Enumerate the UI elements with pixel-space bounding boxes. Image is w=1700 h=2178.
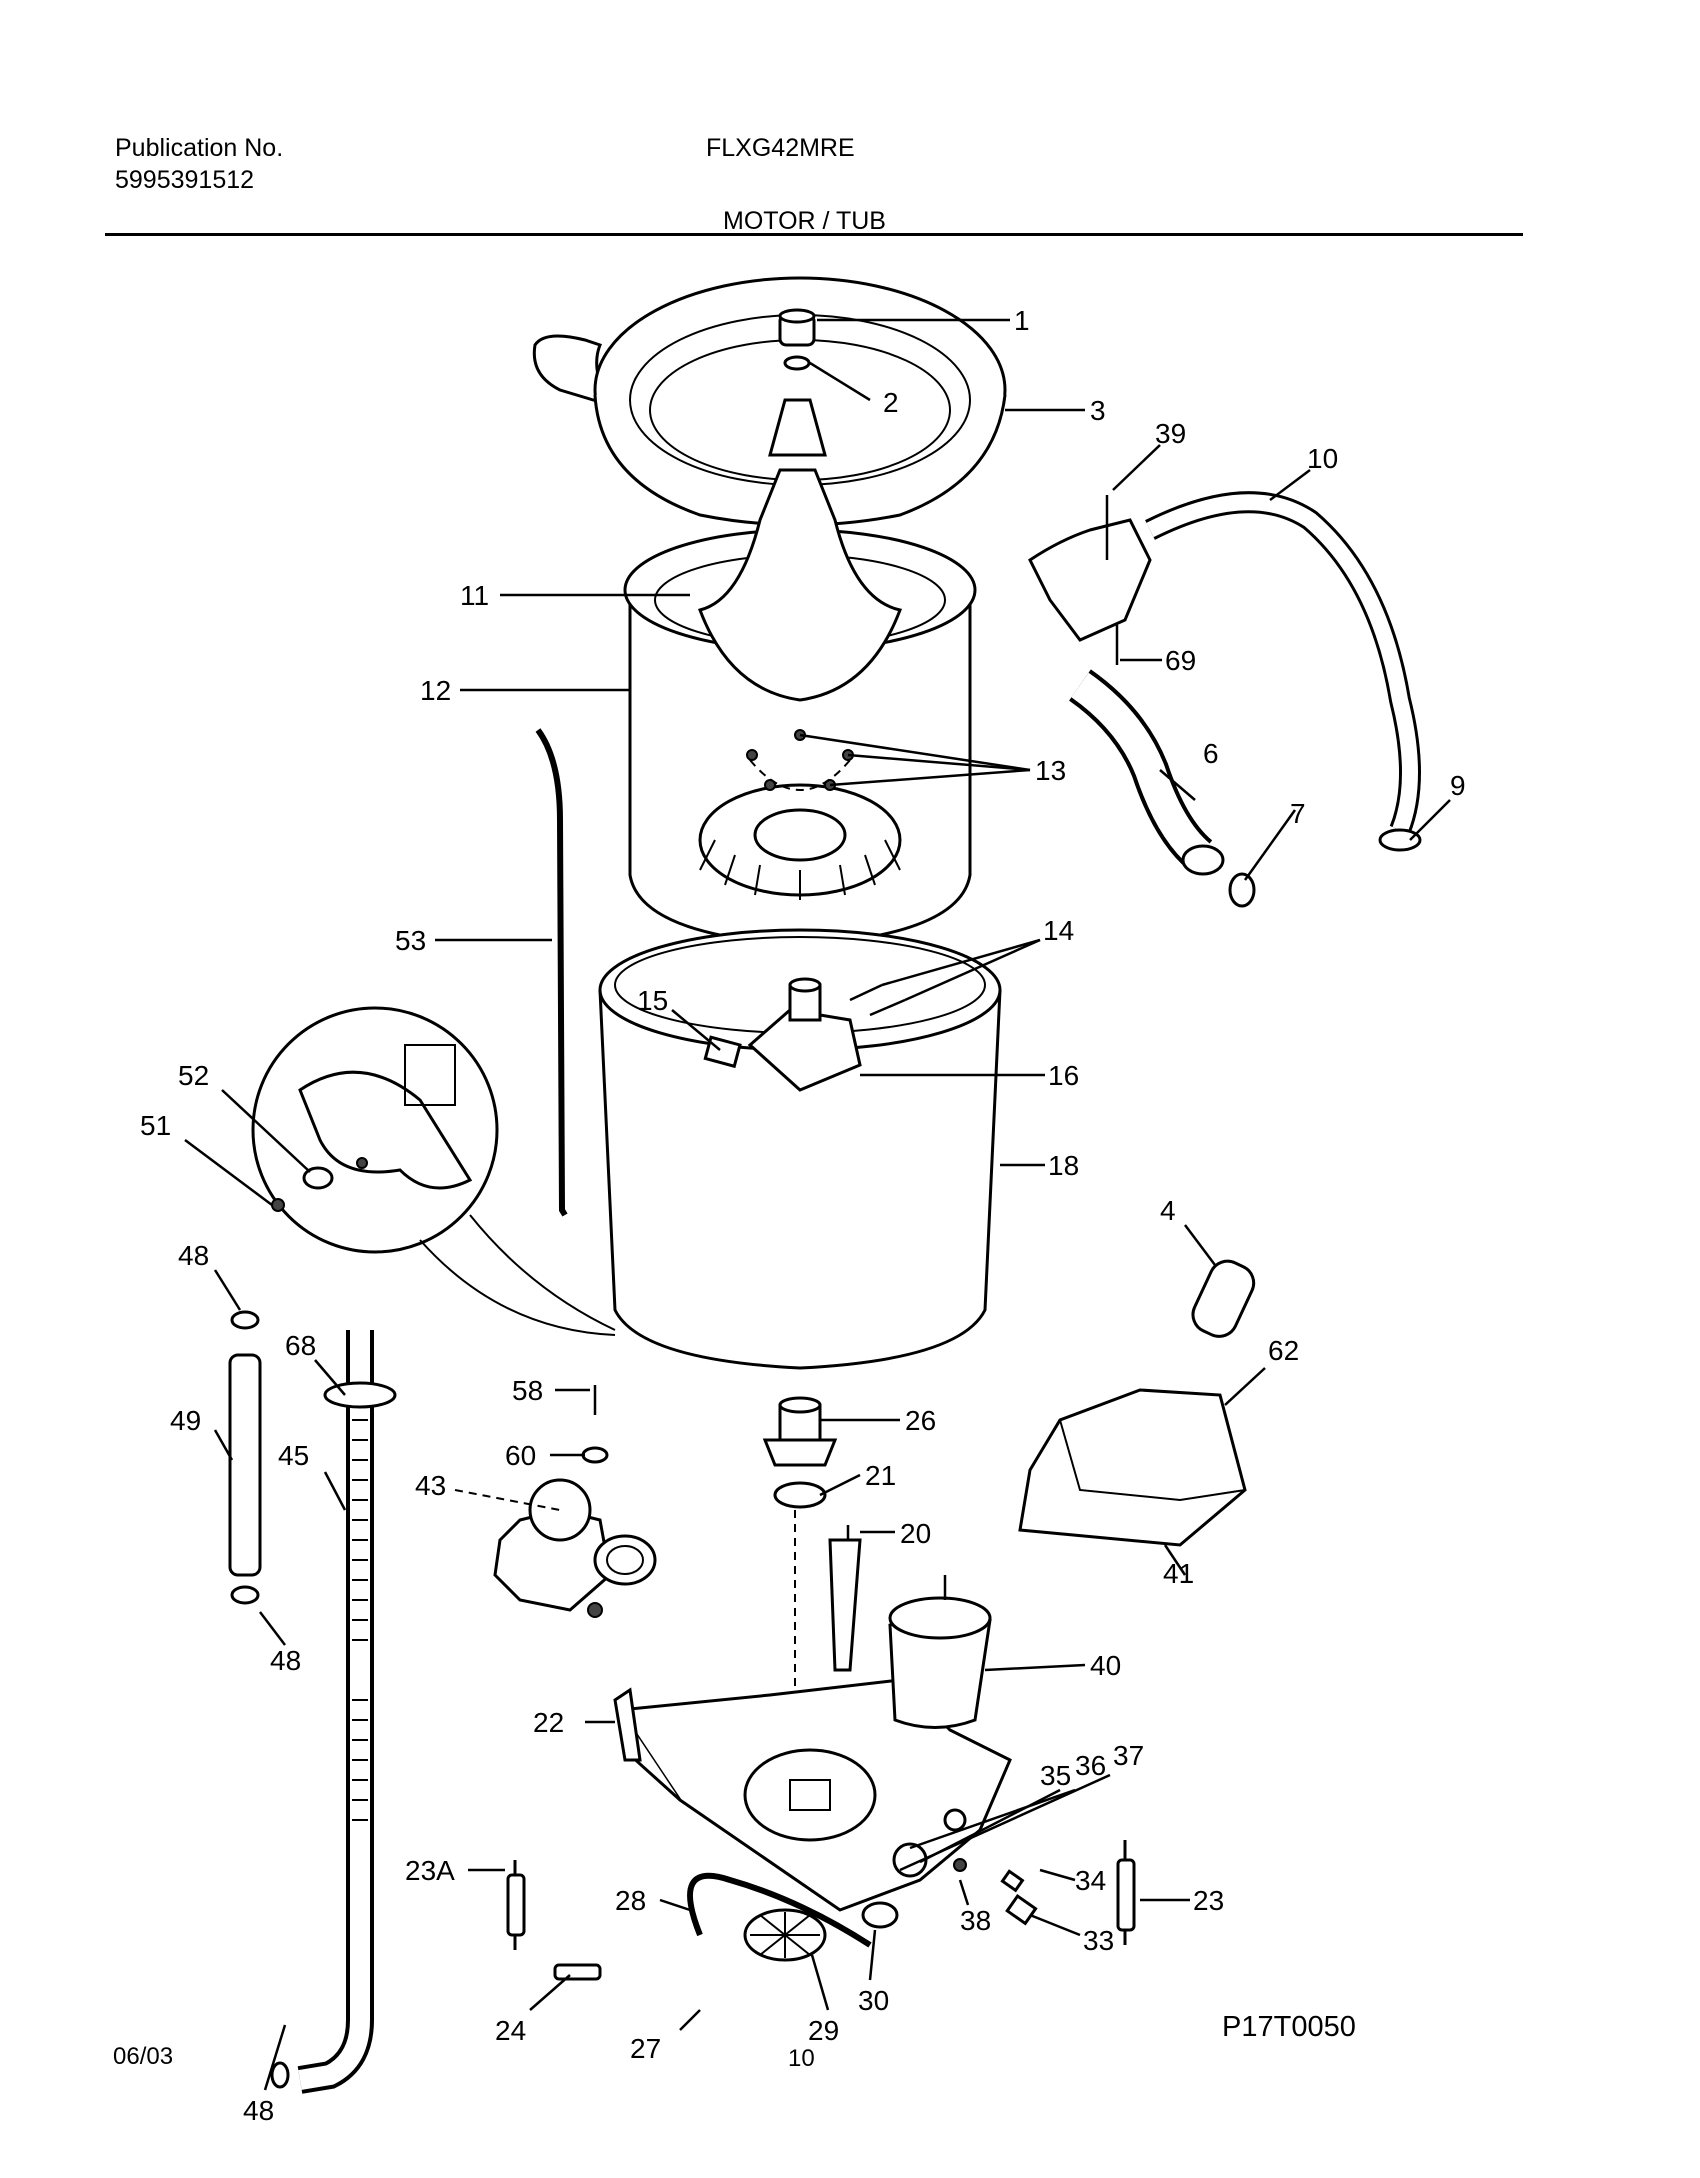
callout-12: 12 — [420, 675, 451, 706]
callout-26: 26 — [905, 1405, 936, 1436]
callout-11: 11 — [460, 580, 489, 611]
callout-4: 4 — [1160, 1195, 1176, 1226]
callout-18: 18 — [1048, 1150, 1079, 1181]
hose-clamp-part — [1378, 828, 1422, 852]
callout-35: 35 — [1040, 1760, 1071, 1791]
callout-10: 10 — [1307, 443, 1338, 474]
callout-53: 53 — [395, 925, 426, 956]
bearing-part — [762, 1396, 850, 1545]
callout-41: 41 — [1163, 1558, 1194, 1589]
callout-52: 52 — [178, 1060, 209, 1091]
callout-45: 45 — [278, 1440, 309, 1471]
callout-29: 29 — [808, 2015, 839, 2046]
callout-43: 43 — [415, 1470, 446, 1501]
callout-33: 33 — [1083, 1925, 1114, 1956]
callout-36: 36 — [1075, 1750, 1106, 1781]
callout-48-mid: 48 — [270, 1645, 301, 1676]
callout-60: 60 — [505, 1440, 536, 1471]
callout-7: 7 — [1290, 798, 1306, 829]
header-rule — [105, 233, 1523, 236]
drain-hose-long-part — [228, 1310, 397, 2094]
figure-code: P17T0050 — [1222, 2011, 1356, 2043]
shield-part — [1018, 1259, 1256, 1547]
pump-part — [493, 1385, 657, 1618]
callout-14: 14 — [1043, 915, 1074, 946]
basket-part — [623, 468, 977, 947]
callout-16: 16 — [1048, 1060, 1079, 1091]
callout-6: 6 — [1203, 738, 1219, 769]
footer-date: 06/03 — [113, 2043, 174, 2070]
callout-48-bottom: 48 — [243, 2095, 274, 2126]
callout-68: 68 — [285, 1330, 316, 1361]
model-number: FLXG42MRE — [706, 134, 855, 162]
agitator-cap-part — [768, 308, 827, 457]
drain-hose-part — [1068, 669, 1256, 908]
callout-39: 39 — [1155, 418, 1186, 449]
callout-9: 9 — [1450, 770, 1466, 801]
leader-lines — [184, 318, 1451, 2091]
outer-tub-part — [598, 928, 1002, 1370]
callout-23: 23 — [1193, 1885, 1224, 1916]
motor-base-part — [613, 1510, 1012, 1962]
callout-58: 58 — [512, 1375, 543, 1406]
callout-34: 34 — [1075, 1865, 1106, 1896]
callout-38: 38 — [960, 1905, 991, 1936]
callout-13: 13 — [1035, 755, 1066, 786]
suspension-springs-part — [506, 1840, 1136, 1981]
tub-ring-part — [532, 276, 1007, 527]
callout-22: 22 — [533, 1707, 564, 1738]
callout-48-top: 48 — [178, 1240, 209, 1271]
publication-label: Publication No. — [115, 134, 284, 162]
callout-37: 37 — [1113, 1740, 1144, 1771]
callout-40: 40 — [1090, 1650, 1121, 1681]
callout-24: 24 — [495, 2015, 526, 2046]
callout-28: 28 — [615, 1885, 646, 1916]
page-number: 10 — [788, 2045, 815, 2072]
callout-20: 20 — [900, 1518, 931, 1549]
callout-23a: 23A — [405, 1855, 455, 1886]
detail-circle — [251, 1006, 616, 1336]
rod-part — [535, 728, 568, 1217]
callout-labels: 1 2 3 39 10 11 69 12 6 9 13 7 53 14 15 1… — [140, 305, 1466, 2126]
callout-15: 15 — [637, 985, 668, 1016]
callout-30: 30 — [858, 1985, 889, 2016]
callout-49: 49 — [170, 1405, 201, 1436]
callout-62: 62 — [1268, 1335, 1299, 1366]
publication-number: 5995391512 — [115, 166, 255, 194]
callout-51: 51 — [140, 1110, 171, 1141]
callout-2: 2 — [883, 387, 899, 418]
callout-3: 3 — [1090, 395, 1106, 426]
callout-69: 69 — [1165, 645, 1196, 676]
callout-27: 27 — [630, 2033, 661, 2064]
callout-1: 1 — [1014, 305, 1030, 336]
section-title: MOTOR / TUB — [723, 207, 886, 235]
callout-21: 21 — [865, 1460, 896, 1491]
fill-hose-part — [1028, 491, 1421, 835]
